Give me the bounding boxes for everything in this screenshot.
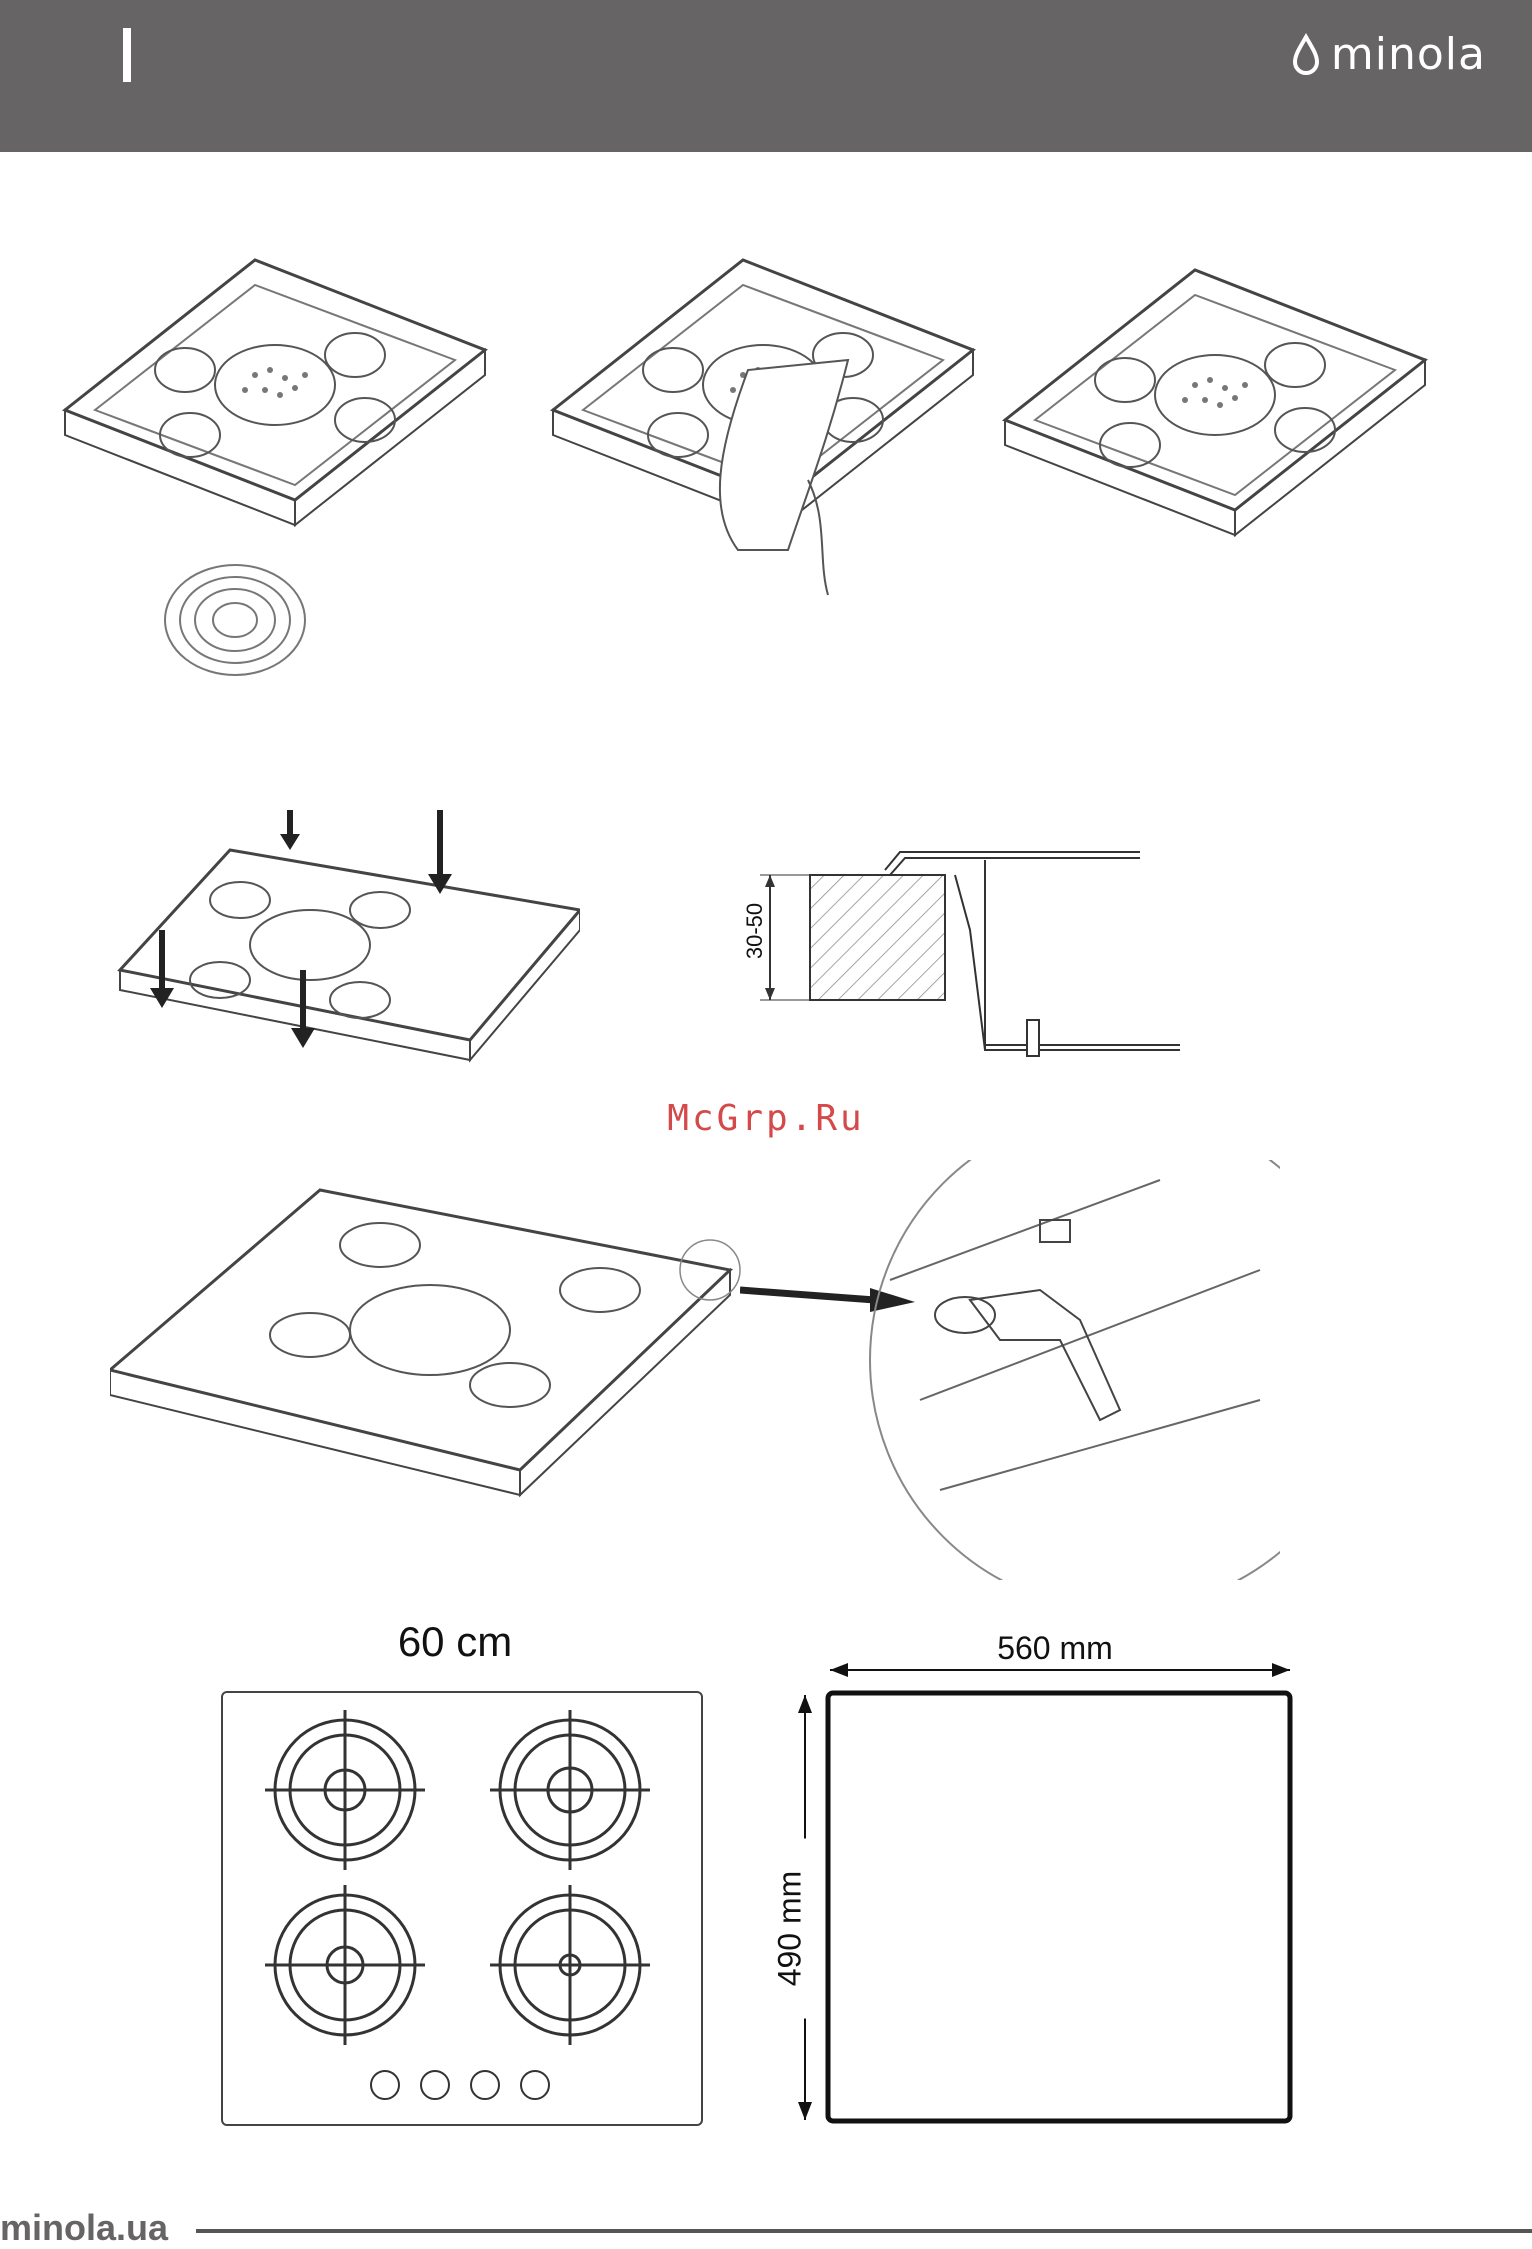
hob-size-label: 60 cm bbox=[330, 1618, 580, 1666]
worktop-section-figure bbox=[740, 840, 1190, 1100]
hob-seal-being-applied-figure bbox=[548, 250, 978, 610]
drop-icon bbox=[1291, 33, 1321, 75]
cutout-width-label: 560 mm bbox=[965, 1630, 1145, 1667]
worktop-thickness-label: 30-50 bbox=[742, 876, 768, 986]
hob-clamp-positions-figure bbox=[110, 810, 580, 1100]
footer-url[interactable]: minola.ua bbox=[0, 2207, 168, 2249]
hob-top-view-figure bbox=[220, 1690, 705, 2130]
brand-logo: minola bbox=[1291, 24, 1486, 84]
hob-with-seal-roll-figure bbox=[60, 250, 490, 710]
cutout-depth-label: 490 mm bbox=[772, 1839, 809, 2019]
clamp-arrows bbox=[150, 810, 452, 1048]
bracket-detail-figure bbox=[740, 1160, 1280, 1580]
brand-name: minola bbox=[1331, 29, 1486, 80]
header-accent-bar bbox=[123, 28, 131, 82]
footer-divider bbox=[196, 2229, 1532, 2233]
hob-bracket-figure bbox=[110, 1170, 750, 1520]
hob-seal-applied-figure bbox=[1000, 250, 1430, 610]
watermark: McGrp.Ru bbox=[0, 1098, 1532, 1139]
cutout-dimensions-figure bbox=[770, 1650, 1310, 2130]
page-header: minola bbox=[0, 0, 1532, 152]
